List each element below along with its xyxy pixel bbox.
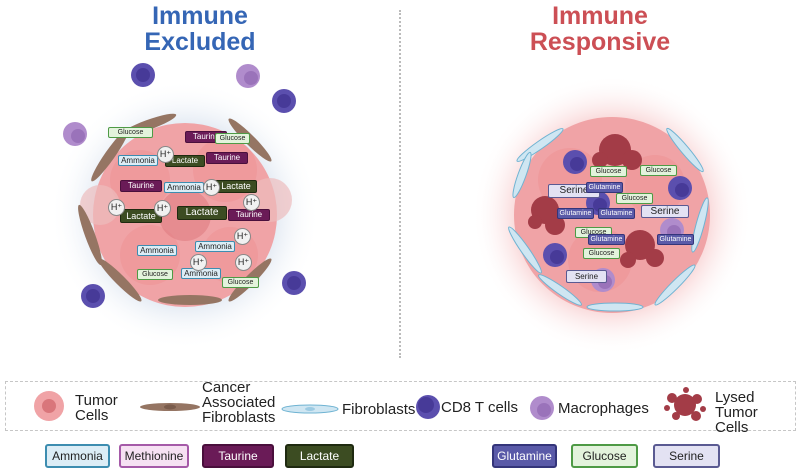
metabolite-tag-glucose: Glucose <box>590 166 627 177</box>
proton-h-plus-icon: H⁺ <box>154 200 171 217</box>
key-glucose: Glucose <box>571 444 638 468</box>
proton-h-plus-icon: H⁺ <box>108 199 125 216</box>
proton-h-plus-icon: H⁺ <box>235 254 252 271</box>
key-serine: Serine <box>653 444 720 468</box>
panel-title-immune-excluded: Immune Excluded <box>90 3 310 55</box>
proton-h-plus-icon: H⁺ <box>243 194 260 211</box>
legend-label-lysed-tumor-cells: Lysed Tumor Cells <box>715 389 758 436</box>
title-line: Responsive <box>529 28 671 56</box>
metabolite-tag-glucose: Glucose <box>137 269 173 280</box>
metabolite-tag-lactate: Lactate <box>215 180 257 193</box>
macrophages-left <box>63 64 260 146</box>
panel-divider <box>399 10 401 358</box>
metabolite-tag-taurine: Taurine <box>206 152 248 164</box>
proton-h-plus-icon: H⁺ <box>234 228 251 245</box>
title-line: Immune <box>152 2 248 30</box>
legend-label-tumor-cells: Tumor Cells <box>75 392 118 424</box>
legend-label-cd8-t-cells: CD8 T cells <box>441 399 518 416</box>
metabolite-tag-serine: Serine <box>566 270 607 283</box>
metabolite-tag-ammonia: Ammonia <box>195 241 235 252</box>
legend-label-caf: Cancer Associated Fibroblasts <box>202 379 276 426</box>
metabolite-tag-ammonia: Ammonia <box>137 245 177 256</box>
legend-label-macrophages: Macrophages <box>558 400 649 417</box>
metabolite-tag-glutamine: Glutamine <box>588 234 625 245</box>
key-taurine: Taurine <box>202 444 274 468</box>
metabolite-tag-glucose: Glucose <box>640 165 677 176</box>
key-ammonia: Ammonia <box>45 444 110 468</box>
key-glutamine: Glutamine <box>492 444 557 468</box>
cd8-t-cells-right <box>543 150 692 267</box>
metabolite-tag-glucose: Glucose <box>222 277 259 288</box>
metabolite-tag-glutamine: Glutamine <box>557 208 594 219</box>
metabolite-tag-glutamine: Glutamine <box>598 208 635 219</box>
title-line: Immune <box>552 2 648 30</box>
lysed-tumor-cells <box>528 134 664 268</box>
metabolite-tag-glucose: Glucose <box>108 127 153 138</box>
panel-title-immune-responsive: Immune Responsive <box>490 3 710 55</box>
metabolite-tag-lactate: Lactate <box>165 155 205 167</box>
title-line: Excluded <box>144 28 256 56</box>
metabolite-tag-glutamine: Glutamine <box>657 234 694 245</box>
metabolite-tag-serine: Serine <box>641 205 689 218</box>
metabolite-tag-lactate: Lactate <box>120 209 162 223</box>
legend-label-fibroblasts: Fibroblasts <box>342 401 416 418</box>
metabolite-tag-taurine: Taurine <box>120 180 162 192</box>
key-methionine: Methionine <box>119 444 189 468</box>
proton-h-plus-icon: H⁺ <box>190 254 207 271</box>
cd8-t-cells-left <box>81 63 306 308</box>
fibroblast-ring-right <box>508 127 709 312</box>
metabolite-tag-ammonia: Ammonia <box>118 155 158 166</box>
metabolite-tag-glucose: Glucose <box>215 133 250 144</box>
proton-h-plus-icon: H⁺ <box>203 179 220 196</box>
cell-type-legend <box>5 381 796 431</box>
caf-ring-left <box>78 113 272 305</box>
metabolite-tag-glucose: Glucose <box>583 248 620 259</box>
metabolite-tag-ammonia: Ammonia <box>164 182 204 193</box>
metabolite-tag-lactate: Lactate <box>177 206 227 220</box>
key-lactate: Lactate <box>285 444 354 468</box>
proton-h-plus-icon: H⁺ <box>157 146 174 163</box>
metabolite-tag-glucose: Glucose <box>616 193 653 204</box>
metabolite-tag-glutamine: Glutamine <box>586 182 623 193</box>
